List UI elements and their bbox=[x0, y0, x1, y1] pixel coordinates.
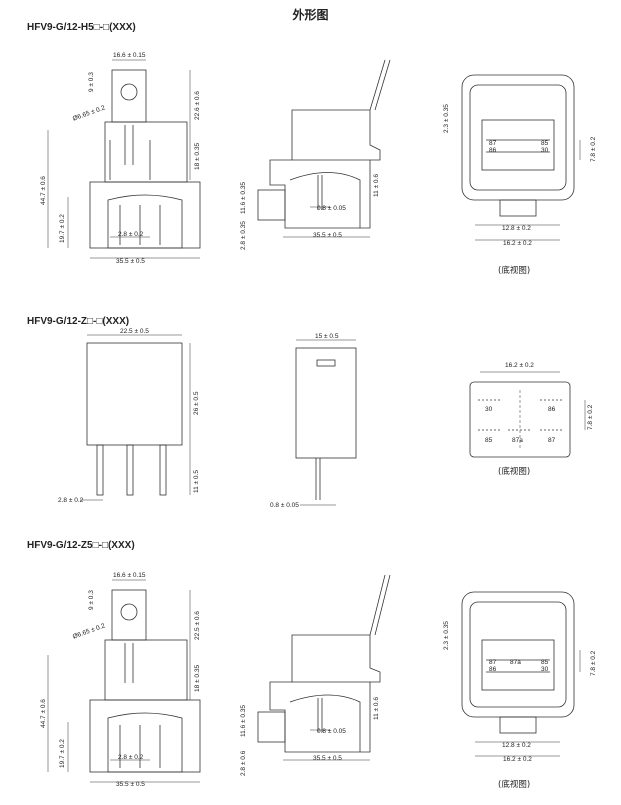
dim-label: 9 ± 0.3 bbox=[88, 590, 95, 610]
pin-label: 87 bbox=[489, 140, 497, 147]
dim-label: 2.8 ± 0.2 bbox=[58, 497, 84, 504]
front-view-h5 bbox=[47, 59, 201, 259]
dim-label: 15 ± 0.5 bbox=[315, 333, 339, 340]
dim-label: 35.5 ± 0.5 bbox=[313, 232, 342, 239]
dim-label: 11.6 ± 0.35 bbox=[240, 705, 247, 737]
dim-label: 7.8 ± 0.2 bbox=[587, 404, 594, 430]
pin-label: 30 bbox=[541, 666, 549, 673]
pin-label: 87a bbox=[510, 659, 521, 666]
model-label-h5: HFV9-G/12-H5□-□(XXX) bbox=[27, 22, 136, 33]
bottom-view-h5 bbox=[461, 74, 581, 241]
pin-label: 30 bbox=[485, 406, 493, 413]
dim-label: 7.8 ± 0.2 bbox=[590, 136, 597, 162]
bottom-view-z bbox=[469, 371, 586, 458]
side-view-h5 bbox=[257, 59, 391, 238]
front-view-z5 bbox=[47, 579, 201, 783]
dim-label: 18 ± 0.35 bbox=[194, 664, 201, 692]
bottom-view-caption: (底视图) bbox=[498, 780, 531, 790]
dim-label: 11 ± 0.6 bbox=[373, 174, 380, 197]
dim-label: 0.8 ± 0.05 bbox=[317, 205, 346, 212]
dim-label: 35.5 ± 0.5 bbox=[313, 755, 342, 762]
model-label-z5: HFV9-G/12-Z5□-□(XXX) bbox=[27, 540, 135, 551]
side-view-z5 bbox=[257, 574, 391, 761]
dim-label: 22.5 ± 0.5 bbox=[120, 328, 149, 335]
dim-label: 2.8 ± 0.35 bbox=[240, 221, 247, 250]
dim-label: 19.7 ± 0.2 bbox=[59, 214, 66, 243]
dim-label: 7.8 ± 0.2 bbox=[590, 650, 597, 676]
bottom-view-caption: (底视图) bbox=[498, 266, 531, 276]
dim-label: 16.2 ± 0.2 bbox=[503, 756, 532, 763]
pin-label: 85 bbox=[541, 140, 549, 147]
dim-label: 11 ± 0.5 bbox=[193, 470, 200, 493]
bottom-view-z5 bbox=[461, 591, 581, 757]
pin-label: 85 bbox=[485, 437, 493, 444]
dim-label: 44.7 ± 0.6 bbox=[40, 176, 47, 205]
dim-label: 26 ± 0.5 bbox=[193, 391, 200, 415]
pin-label: 87a bbox=[512, 437, 523, 444]
dim-label: 12.8 ± 0.2 bbox=[502, 225, 531, 232]
pin-label: 86 bbox=[548, 406, 556, 413]
dim-label: 2.8 ± 0.2 bbox=[118, 754, 144, 761]
dim-label: 16.2 ± 0.2 bbox=[503, 240, 532, 247]
pin-label: 30 bbox=[541, 147, 549, 154]
dim-label: 16.6 ± 0.15 bbox=[113, 52, 146, 59]
side-view-z bbox=[295, 339, 357, 506]
dim-label: 2.8 ± 0.6 bbox=[240, 750, 247, 776]
dim-label: 2.3 ± 0.35 bbox=[443, 621, 450, 650]
bottom-view-caption: (底视图) bbox=[498, 467, 531, 477]
pin-label: 87 bbox=[489, 659, 497, 666]
model-label-z: HFV9-G/12-Z□-□(XXX) bbox=[27, 316, 130, 327]
dim-label: 35.5 ± 0.5 bbox=[116, 258, 145, 265]
dim-label: 16.2 ± 0.2 bbox=[505, 362, 534, 369]
dim-label: 18 ± 0.35 bbox=[194, 142, 201, 170]
dim-label: 35.5 ± 0.5 bbox=[116, 781, 145, 788]
dim-label: 0.8 ± 0.05 bbox=[317, 728, 346, 735]
dim-label: 22.6 ± 0.6 bbox=[194, 91, 201, 120]
dim-label: 2.8 ± 0.2 bbox=[118, 231, 144, 238]
dim-label: 11 ± 0.6 bbox=[373, 697, 380, 720]
dim-label: 11.6 ± 0.35 bbox=[240, 182, 247, 214]
page-title: 外形图 bbox=[292, 8, 329, 22]
dim-label: 9 ± 0.3 bbox=[88, 72, 95, 92]
dim-label: 16.6 ± 0.15 bbox=[113, 572, 146, 579]
dim-label: 2.3 ± 0.35 bbox=[443, 104, 450, 133]
front-view-z bbox=[80, 334, 191, 501]
dim-label: 0.8 ± 0.05 bbox=[270, 502, 299, 509]
pin-label: 86 bbox=[489, 666, 497, 673]
dim-label: 22.5 ± 0.6 bbox=[194, 611, 201, 640]
dim-label: 12.8 ± 0.2 bbox=[502, 742, 531, 749]
pin-label: 87 bbox=[548, 437, 556, 444]
dim-label: 19.7 ± 0.2 bbox=[59, 739, 66, 768]
pin-label: 85 bbox=[541, 659, 549, 666]
dim-label: 44.7 ± 0.6 bbox=[40, 699, 47, 728]
pin-label: 86 bbox=[489, 147, 497, 154]
